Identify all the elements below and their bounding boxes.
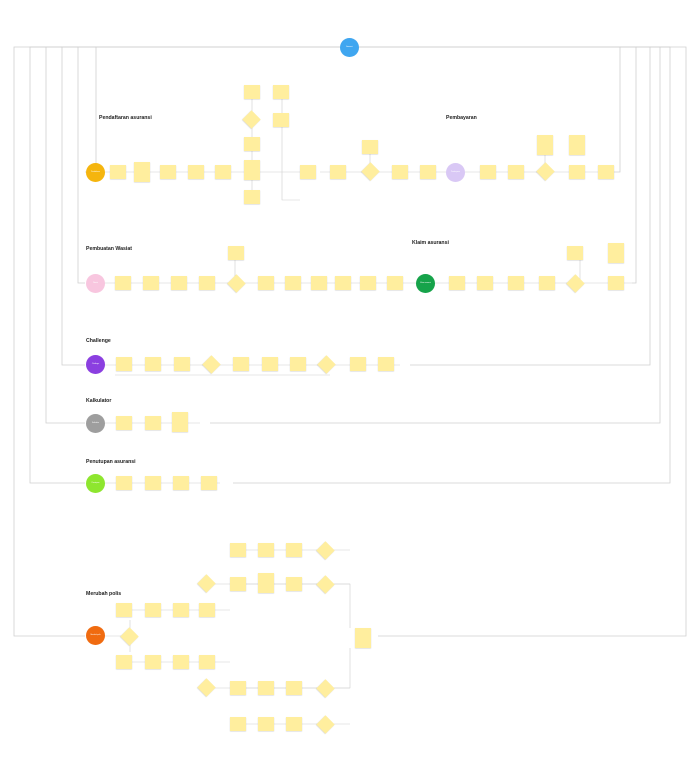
step-card[interactable] [569, 165, 585, 179]
step-card[interactable] [335, 276, 351, 290]
step-card[interactable] [598, 165, 614, 179]
root-label: Asuransi [346, 47, 353, 48]
step-card[interactable] [173, 603, 189, 617]
step-card[interactable] [199, 276, 215, 290]
step-card[interactable] [420, 165, 436, 179]
step-card[interactable] [244, 137, 260, 151]
step-card[interactable] [286, 681, 302, 695]
step-card[interactable] [174, 357, 190, 371]
step-card[interactable] [116, 357, 132, 371]
step-card[interactable] [350, 357, 366, 371]
step-card[interactable] [286, 717, 302, 731]
step-card[interactable] [199, 655, 215, 669]
step-card[interactable] [392, 165, 408, 179]
step-card[interactable] [286, 543, 302, 557]
step-card[interactable] [230, 577, 246, 591]
start-node-challenge[interactable]: Challenge [86, 355, 105, 374]
step-card[interactable] [116, 476, 132, 490]
step-card[interactable] [173, 655, 189, 669]
step-card[interactable] [480, 165, 496, 179]
step-card[interactable] [311, 276, 327, 290]
step-card[interactable] [387, 276, 403, 290]
step-card[interactable] [285, 276, 301, 290]
step-card[interactable] [360, 276, 376, 290]
step-card[interactable] [215, 165, 231, 179]
root-node[interactable]: Asuransi [340, 38, 359, 57]
step-card[interactable] [244, 85, 260, 99]
step-card[interactable] [233, 357, 249, 371]
step-card[interactable] [199, 603, 215, 617]
section-title-pembayaran: Pembayaran [446, 115, 477, 121]
step-card[interactable] [110, 165, 126, 179]
step-card[interactable] [355, 628, 371, 648]
step-card[interactable] [172, 412, 188, 432]
start-node-klaim[interactable]: Klaim asuransi [416, 274, 435, 293]
step-card[interactable] [608, 276, 624, 290]
step-card[interactable] [477, 276, 493, 290]
step-card[interactable] [143, 276, 159, 290]
step-card[interactable] [116, 655, 132, 669]
step-card[interactable] [569, 135, 585, 155]
step-card[interactable] [330, 165, 346, 179]
start-node-kalkulator[interactable]: Kalkulator [86, 414, 105, 433]
start-node-wasiat[interactable]: Wasiat [86, 274, 105, 293]
step-card[interactable] [134, 162, 150, 182]
step-card[interactable] [258, 543, 274, 557]
step-card[interactable] [273, 113, 289, 127]
step-card[interactable] [171, 276, 187, 290]
section-title-challenge: Challenge [86, 338, 111, 344]
step-card[interactable] [567, 246, 583, 260]
section-title-wasiat: Pembuatan Wasiat [86, 246, 132, 252]
step-card[interactable] [201, 476, 217, 490]
step-card[interactable] [115, 276, 131, 290]
step-card[interactable] [230, 717, 246, 731]
step-card[interactable] [508, 276, 524, 290]
root-connectors [13, 46, 687, 637]
step-card[interactable] [608, 243, 624, 263]
step-card[interactable] [300, 165, 316, 179]
step-card[interactable] [362, 140, 378, 154]
section-title-penutupan: Penutupan asuransi [86, 459, 136, 465]
section-title-klaim: Klaim asuransi [412, 240, 449, 246]
step-card[interactable] [228, 246, 244, 260]
step-card[interactable] [258, 681, 274, 695]
step-card[interactable] [145, 476, 161, 490]
step-card[interactable] [258, 717, 274, 731]
step-card[interactable] [160, 165, 176, 179]
step-card[interactable] [262, 357, 278, 371]
step-card[interactable] [286, 577, 302, 591]
step-card[interactable] [537, 135, 553, 155]
step-card[interactable] [449, 276, 465, 290]
step-card[interactable] [244, 190, 260, 204]
step-card[interactable] [244, 160, 260, 180]
step-card[interactable] [290, 357, 306, 371]
start-node-pendaftaran[interactable]: Pendaftaran [86, 163, 105, 182]
step-card[interactable] [145, 416, 161, 430]
step-card[interactable] [258, 276, 274, 290]
step-card[interactable] [188, 165, 204, 179]
step-card[interactable] [173, 476, 189, 490]
step-card[interactable] [539, 276, 555, 290]
section-title-polis: Merubah polis [86, 591, 122, 597]
step-card[interactable] [145, 357, 161, 371]
step-card[interactable] [116, 603, 132, 617]
start-node-penutupan[interactable]: Penutupan [86, 474, 105, 493]
section-title-pendaftaran: Pendaftaran asuransi [99, 115, 152, 121]
step-card[interactable] [145, 655, 161, 669]
step-card[interactable] [230, 681, 246, 695]
step-card[interactable] [145, 603, 161, 617]
step-card[interactable] [230, 543, 246, 557]
step-card[interactable] [116, 416, 132, 430]
start-node-pembayaran[interactable]: Pembayaran [446, 163, 465, 182]
start-node-polis[interactable]: Merubah polis [86, 626, 105, 645]
step-card[interactable] [273, 85, 289, 99]
section-title-kalkulator: Kalkulator [86, 398, 112, 404]
step-card[interactable] [508, 165, 524, 179]
step-card[interactable] [258, 573, 274, 593]
step-card[interactable] [378, 357, 394, 371]
